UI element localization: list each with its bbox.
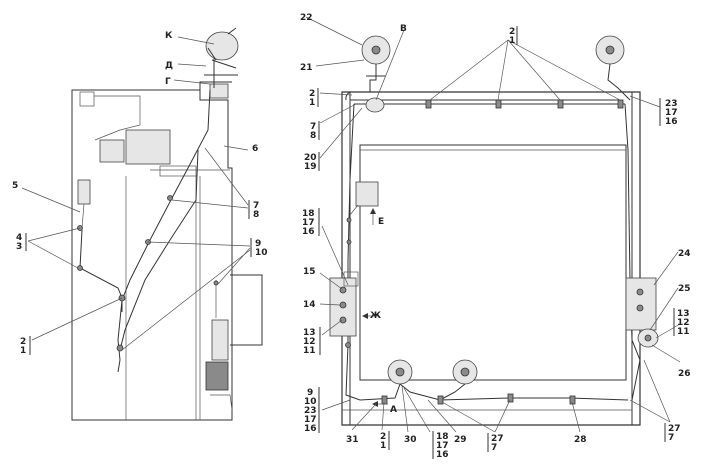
label-zh: Ж xyxy=(370,311,381,321)
label-31: 31 xyxy=(346,435,359,445)
label-23-top: 23 xyxy=(665,99,678,109)
label-14: 14 xyxy=(303,300,316,310)
label-v: В xyxy=(400,24,407,34)
label-29: 29 xyxy=(454,435,467,445)
label-12-r: 12 xyxy=(303,337,316,347)
callout-labels: К Д Г 5 6 4 3 7 8 9 10 2 1 22 В 2 1 21 2… xyxy=(12,13,691,460)
label-5: 5 xyxy=(12,181,18,191)
label-16-b: 16 xyxy=(304,424,317,434)
label-d: Д xyxy=(165,61,173,71)
label-8-left: 8 xyxy=(253,210,259,220)
label-17-bb: 17 xyxy=(436,441,449,451)
label-26: 26 xyxy=(678,369,691,379)
label-16-top: 16 xyxy=(665,117,678,127)
label-10-b: 10 xyxy=(304,397,317,407)
label-6: 6 xyxy=(252,144,258,154)
label-27-r: 27 xyxy=(668,424,681,434)
label-1-left: 1 xyxy=(20,346,26,356)
label-a: А xyxy=(390,405,397,415)
label-16-r: 16 xyxy=(302,227,315,237)
label-16-bb: 16 xyxy=(436,450,449,460)
label-18-b: 18 xyxy=(436,432,449,442)
label-13-r: 13 xyxy=(303,328,316,338)
label-17-b: 17 xyxy=(304,415,317,425)
lamp-k-icon xyxy=(205,31,239,61)
label-22: 22 xyxy=(300,13,313,23)
label-25: 25 xyxy=(678,284,691,294)
label-9-left: 9 xyxy=(255,239,261,249)
label-17-r: 17 xyxy=(302,218,315,228)
left-side-view xyxy=(71,27,263,421)
label-30: 30 xyxy=(404,435,417,445)
label-g: Г xyxy=(165,77,171,87)
label-k: К xyxy=(165,31,173,41)
label-23-b: 23 xyxy=(304,406,317,416)
label-7-left: 7 xyxy=(253,201,259,211)
label-2-r1: 2 xyxy=(309,89,315,99)
label-1-top: 1 xyxy=(509,36,515,46)
label-11-rr: 11 xyxy=(677,327,690,337)
leader-lines xyxy=(21,16,681,433)
label-2-b: 2 xyxy=(380,432,386,442)
label-1-b: 1 xyxy=(380,441,386,451)
right-rear-view xyxy=(329,35,659,426)
label-19: 19 xyxy=(304,162,317,172)
label-1-r1: 1 xyxy=(309,98,315,108)
label-18-r: 18 xyxy=(302,209,315,219)
label-2-left: 2 xyxy=(20,337,26,347)
connector-v-icon xyxy=(365,97,385,113)
label-24: 24 xyxy=(678,249,691,259)
label-11-r: 11 xyxy=(303,346,316,356)
label-10-left: 10 xyxy=(255,248,268,258)
label-7-b: 7 xyxy=(491,443,497,453)
label-2-top: 2 xyxy=(509,27,515,37)
label-15: 15 xyxy=(303,267,316,277)
label-13-rr: 13 xyxy=(677,309,690,319)
label-20: 20 xyxy=(304,153,317,163)
label-4: 4 xyxy=(16,233,22,243)
label-12-rr: 12 xyxy=(677,318,690,328)
label-e: Е xyxy=(378,217,384,227)
label-28: 28 xyxy=(574,435,587,445)
label-27-b: 27 xyxy=(491,434,504,444)
label-21: 21 xyxy=(300,63,313,73)
label-7-rb: 7 xyxy=(668,433,674,443)
label-7-r: 7 xyxy=(310,122,316,132)
label-8-r: 8 xyxy=(310,131,316,141)
label-17-top: 17 xyxy=(665,108,678,118)
label-3: 3 xyxy=(16,242,22,252)
label-9-b: 9 xyxy=(307,388,313,398)
